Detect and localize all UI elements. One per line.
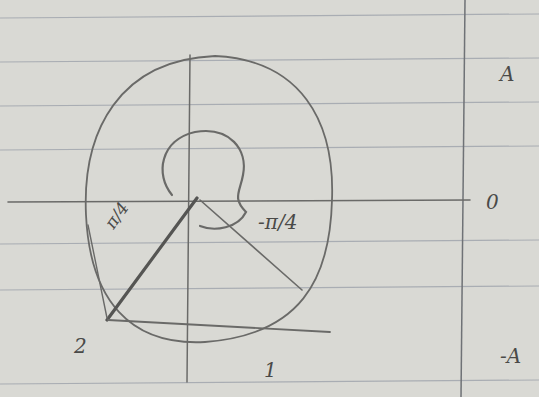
point-label: 1 [264,360,277,380]
point-label: 2 [74,336,87,356]
angle-label: π/4 [102,199,132,231]
margin-line [461,0,465,397]
angle-label: -π/4 [258,212,297,232]
axis-value: 0 [486,192,499,212]
phasor-circle [8,55,470,382]
axis-value: -A [500,346,521,366]
axis-value: A [500,64,514,84]
ruled-lines [0,14,539,384]
